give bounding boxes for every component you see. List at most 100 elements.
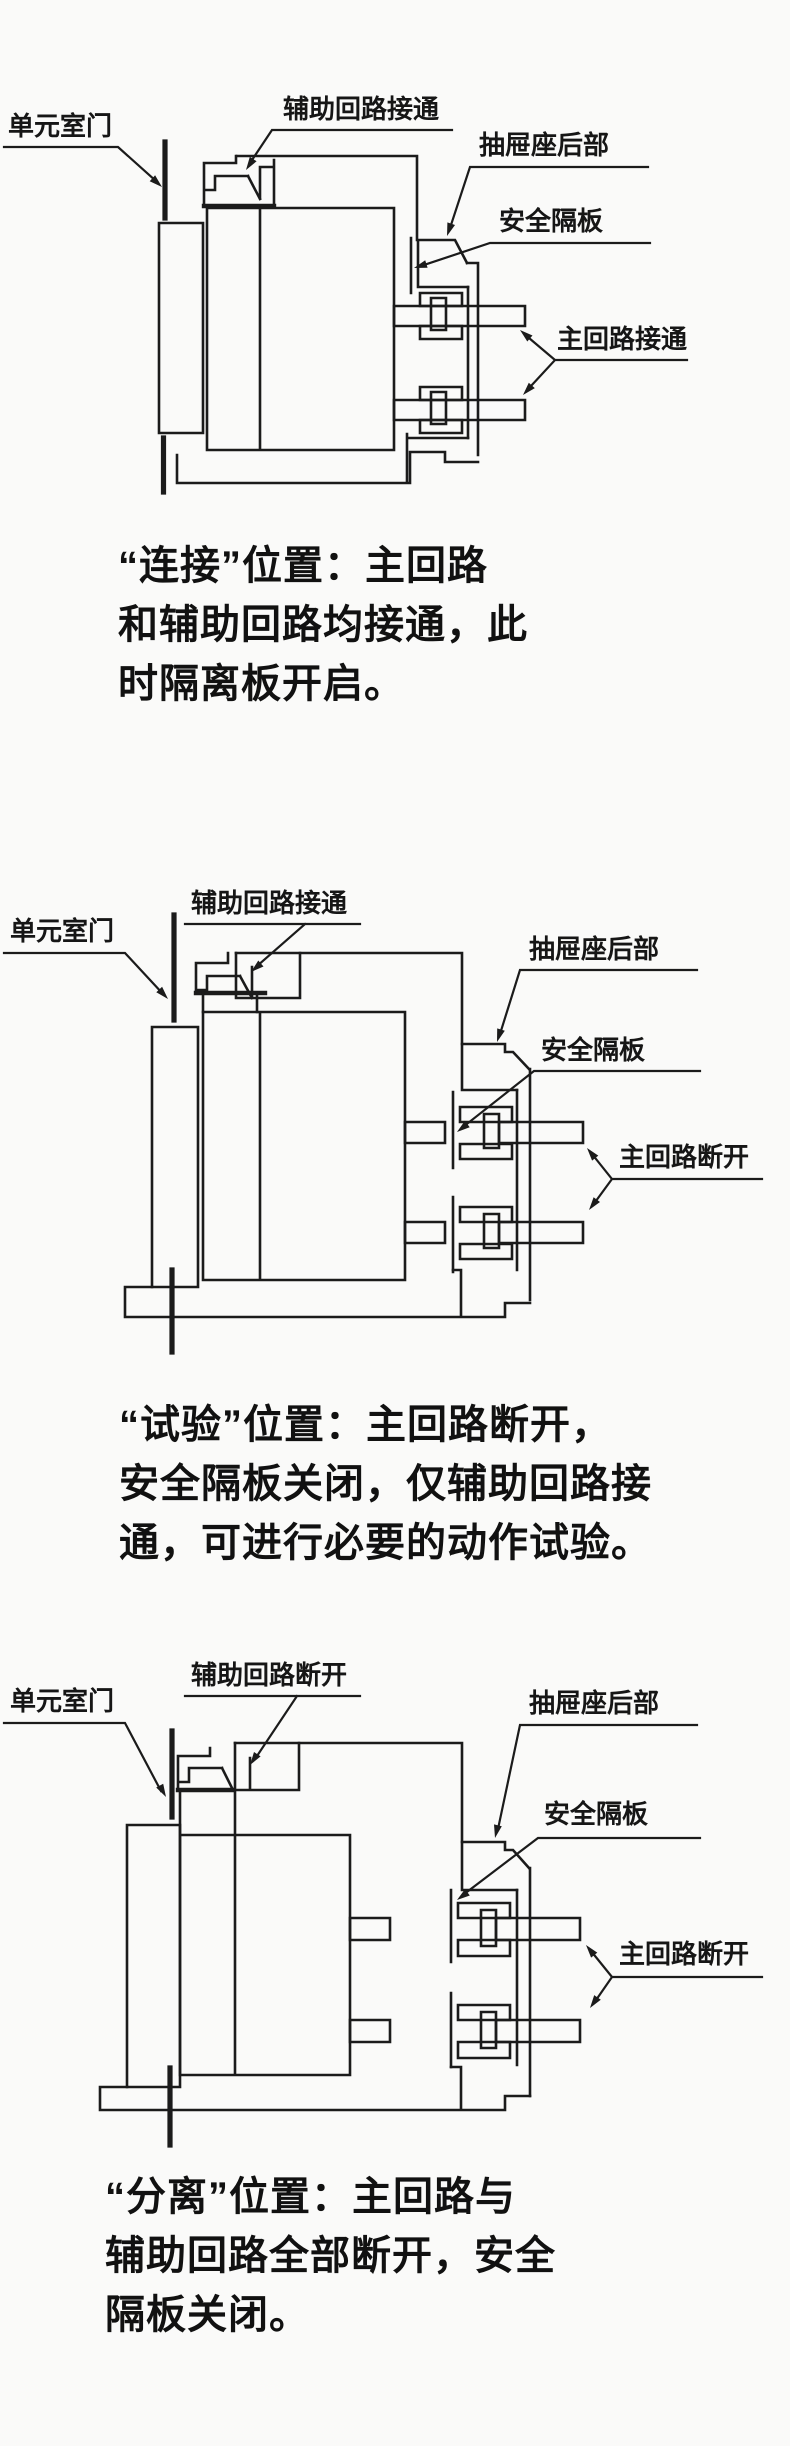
label-safety-shutter-3: 安全隔板 <box>544 1799 649 1829</box>
arrowhead-main-upper <box>520 330 533 342</box>
clamp-upper <box>458 1105 514 1161</box>
label-drawer-seat-1: 抽屉座后部 <box>479 130 610 160</box>
seat-bottom <box>123 1268 532 1319</box>
clamp-lower <box>418 385 464 435</box>
door-line <box>167 1728 175 2148</box>
seat-flange <box>460 1840 531 1892</box>
label-unit-door-2: 单元室门 <box>10 916 115 946</box>
arrowhead-seat <box>494 1824 502 1838</box>
caption-test: “试验”位置：主回路断开， 安全隔板关闭，仅辅助回路接 通，可进行必要的动作试验… <box>119 1396 652 1573</box>
leader-door <box>2 145 159 184</box>
main-stub-lower <box>403 1220 447 1245</box>
drawing-test <box>2 912 764 1355</box>
leader-aux <box>183 922 362 969</box>
arrowhead-shutter <box>414 260 428 268</box>
leader-aux <box>183 1694 362 1761</box>
caption-connected: “连接”位置：主回路 和辅助回路均接通，此 时隔离板开启。 <box>118 537 528 714</box>
seat-walls <box>465 261 480 457</box>
label-unit-door-3: 单元室门 <box>10 1686 115 1716</box>
caption-line: 隔板关闭。 <box>105 2293 310 2337</box>
label-drawer-seat-2: 抽屉座后部 <box>529 934 660 964</box>
label-safety-shutter-2: 安全隔板 <box>541 1035 646 1065</box>
caption-line: 安全隔板关闭，仅辅助回路接 <box>119 1462 652 1506</box>
drawer-body <box>201 1010 407 1282</box>
caption-line: “分离”位置：主回路与 <box>105 2175 516 2219</box>
label-aux-circuit-2: 辅助回路接通 <box>191 888 348 918</box>
main-bus-lower <box>494 2018 582 2044</box>
drawing-separated <box>2 1694 764 2148</box>
arrowhead-aux <box>250 1752 261 1765</box>
arrowhead-aux <box>251 960 264 972</box>
drawer-body <box>205 206 396 452</box>
seat-top-edge <box>235 154 419 242</box>
drawer-body <box>178 1788 352 2077</box>
label-safety-shutter-1: 安全隔板 <box>499 206 604 236</box>
leader-aux <box>248 128 454 165</box>
seat-walls <box>515 1067 532 1302</box>
aux-socket <box>233 1741 301 1792</box>
arrowhead-seat <box>497 1028 505 1042</box>
main-stub-upper <box>348 1916 392 1942</box>
label-main-circuit-1: 主回路接通 <box>557 324 688 354</box>
door-column <box>125 1823 182 2089</box>
leader-door <box>2 951 165 996</box>
aux-riser <box>201 991 259 1014</box>
clamp-upper <box>456 1901 512 1958</box>
door-line <box>160 139 168 495</box>
arrowhead-seat <box>447 222 455 236</box>
arrowhead-main-upper <box>587 1148 599 1161</box>
arrowhead-main-lower <box>589 1197 600 1210</box>
arrowhead-door <box>149 175 162 187</box>
caption-line: 时隔离板开启。 <box>118 662 405 706</box>
main-bus-lower <box>497 1220 585 1245</box>
seat-bottom <box>175 436 480 485</box>
seat-top-edge <box>234 951 464 1046</box>
seat-top-edge <box>233 1741 464 1844</box>
arrowhead-door <box>156 986 168 999</box>
caption-line: 通，可进行必要的动作试验。 <box>119 1521 652 1565</box>
door-column <box>150 1025 200 1289</box>
leader-shutter <box>425 241 652 266</box>
aux-plug <box>202 154 262 207</box>
safety-shutter-open <box>405 236 413 484</box>
leader-seat <box>448 165 650 230</box>
door-column <box>157 221 205 435</box>
label-aux-circuit-1: 辅助回路接通 <box>283 94 440 124</box>
aux-socket <box>258 158 276 205</box>
arrowhead-shutter <box>457 1120 470 1132</box>
clamp-lower <box>456 2003 512 2060</box>
seat-flange <box>460 1042 531 1092</box>
door-line <box>169 912 177 1355</box>
caption-line: 和辅助回路均接通，此 <box>118 603 528 647</box>
leader-main <box>527 336 689 388</box>
seat-bottom <box>98 2065 532 2112</box>
label-main-circuit-2: 主回路断开 <box>619 1142 750 1172</box>
label-drawer-seat-3: 抽屉座后部 <box>529 1688 660 1718</box>
seat-flange <box>416 238 470 289</box>
leader-seat <box>498 968 699 1036</box>
aux-plug <box>194 951 254 1000</box>
caption-line: “连接”位置：主回路 <box>118 544 488 588</box>
arrowhead-door <box>156 1783 166 1797</box>
leader-door <box>2 1721 163 1793</box>
aux-plug <box>176 1746 234 1791</box>
clamp-upper <box>418 291 464 341</box>
main-stub-upper <box>403 1120 447 1145</box>
drawing-connected <box>2 128 689 495</box>
caption-separated: “分离”位置：主回路与 辅助回路全部断开，安全 隔板关闭。 <box>105 2168 556 2345</box>
leader-shutter <box>461 1836 702 1897</box>
caption-line: “试验”位置：主回路断开， <box>119 1403 612 1447</box>
arrowhead-main-lower <box>523 382 535 395</box>
main-bus-lower <box>392 398 527 422</box>
leader-shutter <box>461 1069 702 1129</box>
main-bus-upper <box>497 1120 585 1145</box>
main-stub-lower <box>348 2018 392 2044</box>
clamp-lower <box>458 1205 514 1261</box>
arrowhead-main-upper <box>586 1945 598 1958</box>
label-main-circuit-3: 主回路断开 <box>619 1939 750 1969</box>
label-unit-door-1: 单元室门 <box>8 111 113 141</box>
arrowhead-aux <box>246 156 257 170</box>
main-bus-upper <box>494 1916 582 1942</box>
